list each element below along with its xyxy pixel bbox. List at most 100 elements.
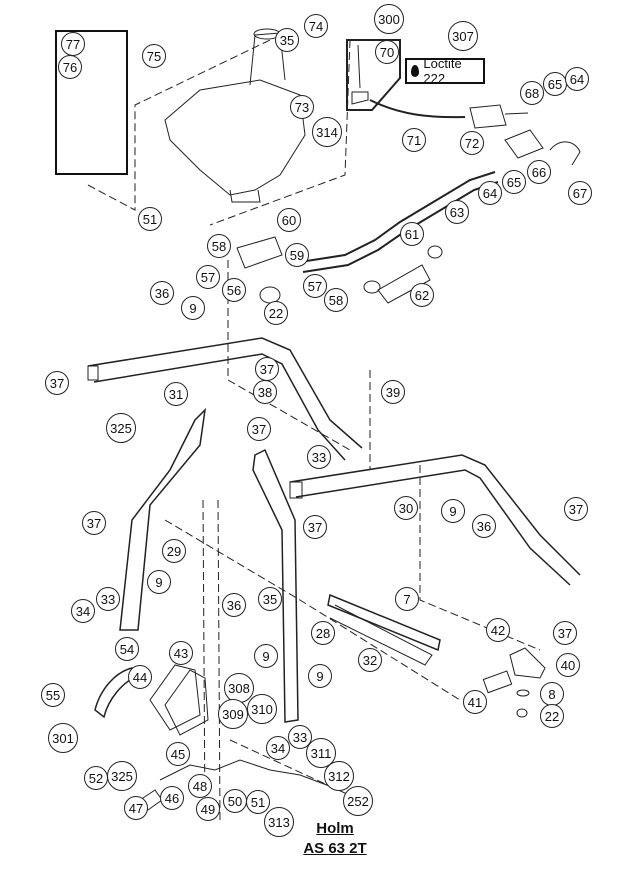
callout-63: 63	[445, 200, 469, 224]
callout-42: 42	[486, 618, 510, 642]
callout-9: 9	[308, 664, 332, 688]
callout-300: 300	[374, 4, 404, 34]
callout-36: 36	[150, 281, 174, 305]
callout-33: 33	[307, 445, 331, 469]
bracket-40	[509, 647, 546, 679]
callout-60: 60	[277, 208, 301, 232]
callout-314: 314	[312, 117, 342, 147]
callout-43: 43	[169, 641, 193, 665]
callout-309: 309	[218, 699, 248, 729]
callout-57: 57	[196, 265, 220, 289]
tank-filler-neck	[249, 32, 286, 86]
callout-51: 51	[138, 207, 162, 231]
callout-64: 64	[478, 181, 502, 205]
callout-35: 35	[258, 587, 282, 611]
callout-76: 76	[58, 55, 82, 79]
loctite-label: Loctite 222	[423, 56, 462, 86]
callout-30: 30	[394, 496, 418, 520]
handle-bar-28	[252, 448, 299, 723]
callout-37: 37	[564, 497, 588, 521]
callout-55: 55	[41, 683, 65, 707]
callout-44: 44	[128, 665, 152, 689]
callout-37: 37	[247, 417, 271, 441]
callout-77: 77	[61, 32, 85, 56]
callout-57: 57	[303, 274, 327, 298]
linkage	[159, 759, 341, 791]
callout-313: 313	[264, 807, 294, 837]
callout-37: 37	[255, 357, 279, 381]
callout-54: 54	[115, 637, 139, 661]
lever-60	[236, 236, 283, 269]
callout-75: 75	[142, 44, 166, 68]
callout-49: 49	[196, 797, 220, 821]
throttle-grip	[504, 129, 544, 159]
callout-34: 34	[71, 599, 95, 623]
callout-72: 72	[460, 131, 484, 155]
droplet-icon	[411, 65, 420, 77]
callout-32: 32	[358, 648, 382, 672]
callout-37: 37	[553, 621, 577, 645]
callout-61: 61	[400, 222, 424, 246]
callout-22: 22	[540, 704, 564, 728]
callout-66: 66	[527, 160, 551, 184]
loctite-label-box: Loctite 222	[405, 56, 485, 86]
callout-37: 37	[303, 515, 327, 539]
callout-308: 308	[224, 673, 254, 703]
callout-68: 68	[520, 81, 544, 105]
callout-9: 9	[181, 296, 205, 320]
title-line-1: Holm	[316, 820, 354, 837]
callout-9: 9	[441, 499, 465, 523]
callout-325: 325	[107, 761, 137, 791]
callout-56: 56	[222, 278, 246, 302]
callout-38: 38	[253, 380, 277, 404]
lever-plate-43	[149, 664, 201, 731]
callout-29: 29	[162, 539, 186, 563]
callout-33: 33	[96, 587, 120, 611]
callout-252: 252	[343, 786, 373, 816]
callout-67: 67	[568, 181, 592, 205]
callout-39: 39	[381, 380, 405, 404]
callout-310: 310	[247, 694, 277, 724]
cap-assembly-inset	[55, 30, 128, 175]
callout-34: 34	[266, 736, 290, 760]
callout-70: 70	[375, 40, 399, 64]
callout-307: 307	[448, 21, 478, 51]
callout-37: 37	[82, 511, 106, 535]
handle-bar-30	[289, 454, 581, 576]
grip	[377, 264, 431, 304]
handle-bar-31	[87, 337, 363, 449]
callout-37: 37	[45, 371, 69, 395]
callout-62: 62	[410, 283, 434, 307]
handle-bar-29	[119, 407, 207, 631]
callout-65: 65	[502, 170, 526, 194]
callout-58: 58	[207, 234, 231, 258]
callout-7: 7	[395, 587, 419, 611]
callout-36: 36	[222, 593, 246, 617]
handlebar-tube	[299, 171, 496, 263]
callout-41: 41	[463, 690, 487, 714]
callout-40: 40	[556, 653, 580, 677]
callout-8: 8	[540, 682, 564, 706]
callout-28: 28	[311, 621, 335, 645]
callout-64: 64	[565, 67, 589, 91]
callout-52: 52	[84, 766, 108, 790]
callout-74: 74	[304, 14, 328, 38]
callout-31: 31	[164, 382, 188, 406]
callout-65: 65	[543, 72, 567, 96]
callout-312: 312	[324, 761, 354, 791]
callout-301: 301	[48, 723, 78, 753]
callout-47: 47	[124, 796, 148, 820]
callout-46: 46	[160, 786, 184, 810]
callout-59: 59	[285, 243, 309, 267]
callout-48: 48	[188, 774, 212, 798]
callout-325: 325	[106, 413, 136, 443]
callout-50: 50	[223, 789, 247, 813]
fuel-tank	[164, 79, 306, 196]
callout-73: 73	[290, 95, 314, 119]
callout-22: 22	[264, 301, 288, 325]
callout-51: 51	[246, 790, 270, 814]
callout-36: 36	[472, 514, 496, 538]
fuel-filter	[469, 104, 507, 129]
